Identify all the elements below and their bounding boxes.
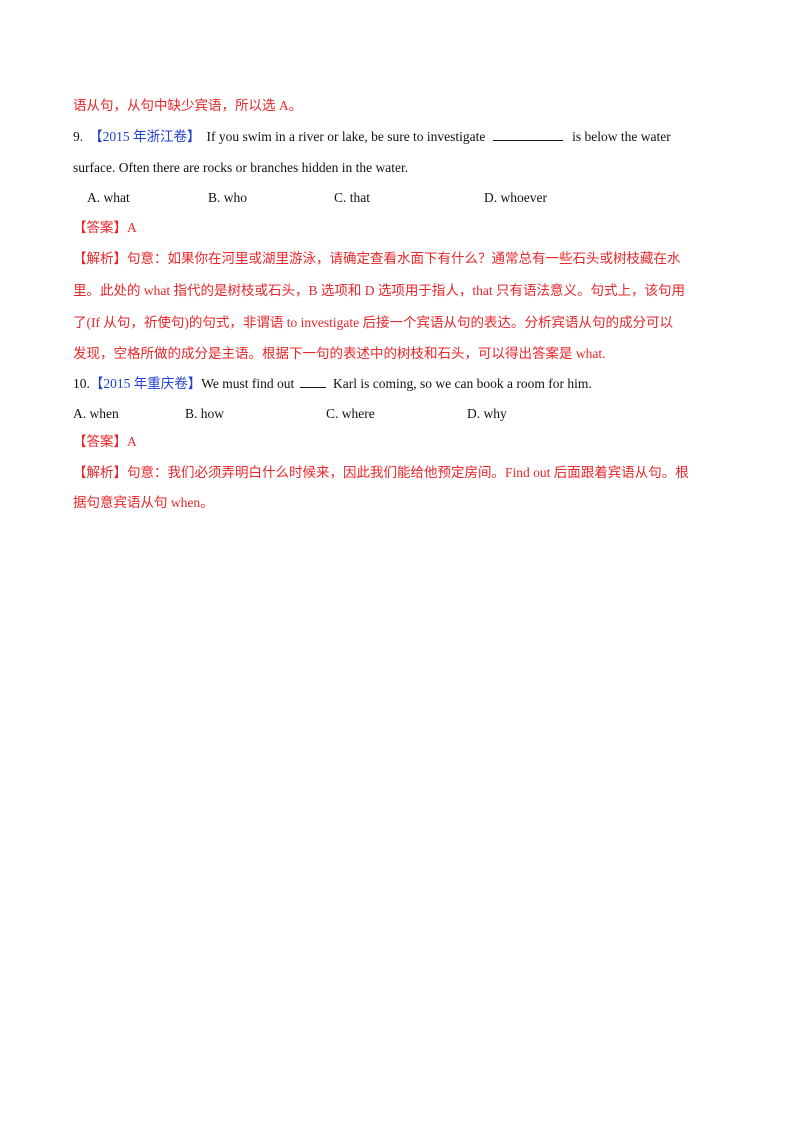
option-b: B. how — [185, 406, 225, 421]
question-9-analysis-line-2: 里。此处的 what 指代的是树枝或石头，B 选项和 D 选项用于指人，that… — [73, 283, 685, 298]
question-source: 【2015 年浙江卷】 — [89, 129, 201, 144]
question-source: 【2015 年重庆卷】 — [89, 376, 202, 391]
question-stem-part-b: is below the water — [572, 129, 671, 144]
option-a: A. what — [87, 190, 130, 205]
question-9-answer: 【答案】A — [73, 219, 137, 237]
answer-label: 【答案】 — [73, 220, 127, 235]
previous-analysis-tail: 语从句，从句中缺少宾语，所以选 A。 — [73, 98, 303, 113]
question-number: 10. — [73, 376, 90, 391]
answer-blank — [299, 375, 326, 388]
answer-blank — [492, 128, 563, 141]
question-9-stem: 9. 【2015 年浙江卷】 If you swim in a river or l… — [73, 128, 671, 146]
option-a: A. when — [73, 406, 119, 421]
answer-value: A — [127, 220, 137, 235]
option-b: B. who — [208, 190, 248, 205]
question-10-analysis-line-2: 据句意宾语从句 when。 — [73, 495, 214, 510]
option-c: C. that — [334, 190, 370, 205]
analysis-label: 【解析】 — [73, 251, 127, 266]
question-9-analysis-line-4: 发现，空格所做的成分是主语。根据下一句的表述中的树枝和石头，可以得出答案是 wh… — [73, 346, 606, 361]
question-10-stem: 10.【2015 年重庆卷】We must find out Karl is c… — [73, 375, 592, 393]
option-d: D. why — [467, 406, 507, 421]
question-10-answer: 【答案】A — [73, 433, 137, 451]
analysis-text: 句意：我们必须弄明白什么时候来，因此我们能给他预定房间。Find out 后面跟… — [127, 465, 689, 480]
question-9-analysis-line-1: 【解析】句意：如果你在河里或湖里游泳，请确定查看水面下有什么？通常总有一些石头或… — [73, 250, 681, 268]
question-stem-part-a: If you swim in a river or lake, be sure … — [206, 129, 486, 144]
question-9-stem-line2: surface. Often there are rocks or branch… — [73, 160, 409, 175]
analysis-text: 句意：如果你在河里或湖里游泳，请确定查看水面下有什么？通常总有一些石头或树枝藏在… — [127, 251, 681, 266]
option-d: D. whoever — [484, 190, 547, 205]
question-number: 9. — [73, 129, 84, 144]
question-stem-part-b: Karl is coming, so we can book a room fo… — [333, 376, 592, 391]
answer-value: A — [127, 434, 137, 449]
question-stem-part-a: We must find out — [201, 376, 295, 391]
answer-label: 【答案】 — [73, 434, 127, 449]
question-9-analysis-line-3: 了(If 从句，祈使句)的句式，非谓语 to investigate 后接一个宾… — [73, 315, 673, 330]
analysis-label: 【解析】 — [73, 465, 127, 480]
question-10-analysis-line-1: 【解析】句意：我们必须弄明白什么时候来，因此我们能给他预定房间。Find out… — [73, 464, 689, 482]
option-c: C. where — [326, 406, 375, 421]
